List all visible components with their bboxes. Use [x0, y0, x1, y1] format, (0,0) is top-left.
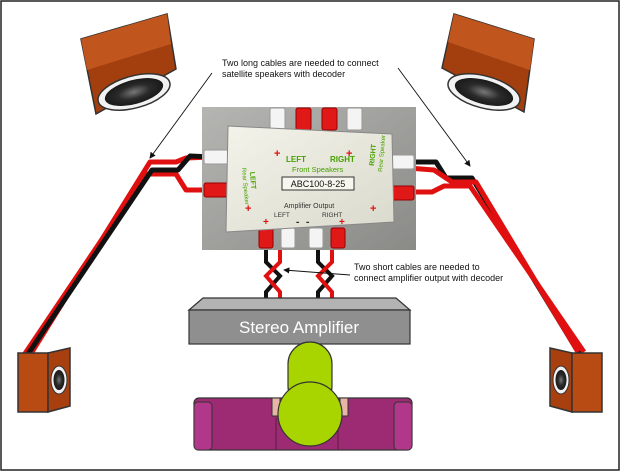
listener	[271, 341, 349, 447]
rear-right-title: Rear Speaker	[378, 135, 387, 172]
arrow-to-short-cables	[283, 267, 351, 276]
speaker-cone-icon	[53, 370, 65, 390]
rear-right-label: RIGHT	[369, 143, 378, 166]
front-right-label: RIGHT	[330, 155, 355, 164]
front-right-plus: +	[346, 148, 352, 160]
front-left-label: LEFT	[286, 155, 306, 164]
short-cables-line1: Two short cables are needed to	[354, 262, 480, 272]
speaker-cone-icon	[104, 78, 164, 106]
amp-right-minus: -	[306, 217, 309, 228]
left-long-cable	[21, 153, 213, 357]
front-speakers-title: Front Speakers	[292, 165, 344, 174]
stereo-amplifier: Stereo Amplifier	[187, 297, 412, 345]
amp-left-minus: -	[296, 217, 299, 228]
rear-left-label: LEFT	[248, 172, 257, 191]
front-right-speaker	[441, 13, 535, 114]
listener-head	[277, 381, 343, 447]
rear-right-speaker	[549, 347, 603, 413]
amp-left-plus: +	[263, 217, 269, 228]
model-label: ABC100-8-25	[291, 179, 346, 189]
short-cables	[263, 248, 335, 298]
rear-right-plus: +	[370, 203, 376, 215]
front-left-plus: +	[274, 148, 280, 160]
right-rear-plugs	[389, 154, 415, 201]
rear-left-title: Rear Speaker	[240, 168, 249, 205]
arrow-to-left-cable	[149, 72, 213, 159]
model-label-box	[281, 176, 355, 191]
left-rear-plugs	[203, 149, 229, 198]
decoder-photo: LEFT RIGHT Front Speakers + + ABC100-8-2…	[202, 107, 416, 250]
amplifier-label: Stereo Amplifier	[239, 318, 359, 337]
long-cables-annotation: Two long cables are needed to connect sa…	[149, 58, 471, 167]
amp-output-plugs	[258, 227, 346, 249]
rear-left-speaker	[17, 347, 71, 413]
rear-left-plus: +	[245, 203, 251, 215]
amp-right-label: RIGHT	[322, 212, 342, 219]
long-cables-line1: Two long cables are needed to connect	[222, 58, 379, 68]
speaker-cone-icon	[454, 78, 514, 106]
short-cables-line2: connect amplifier output with decoder	[354, 273, 503, 283]
amp-output-title: Amplifier Output	[284, 203, 334, 210]
long-cables-line2: satellite speakers with decoder	[222, 69, 345, 79]
speaker-cone-icon	[555, 370, 567, 390]
amp-right-plus: +	[339, 217, 345, 228]
front-left-speaker	[80, 13, 177, 116]
arrow-to-right-cable	[397, 67, 471, 167]
right-long-cable	[407, 159, 587, 357]
amp-left-label: LEFT	[274, 212, 290, 219]
short-cables-annotation: Two short cables are needed to connect a…	[283, 262, 503, 283]
